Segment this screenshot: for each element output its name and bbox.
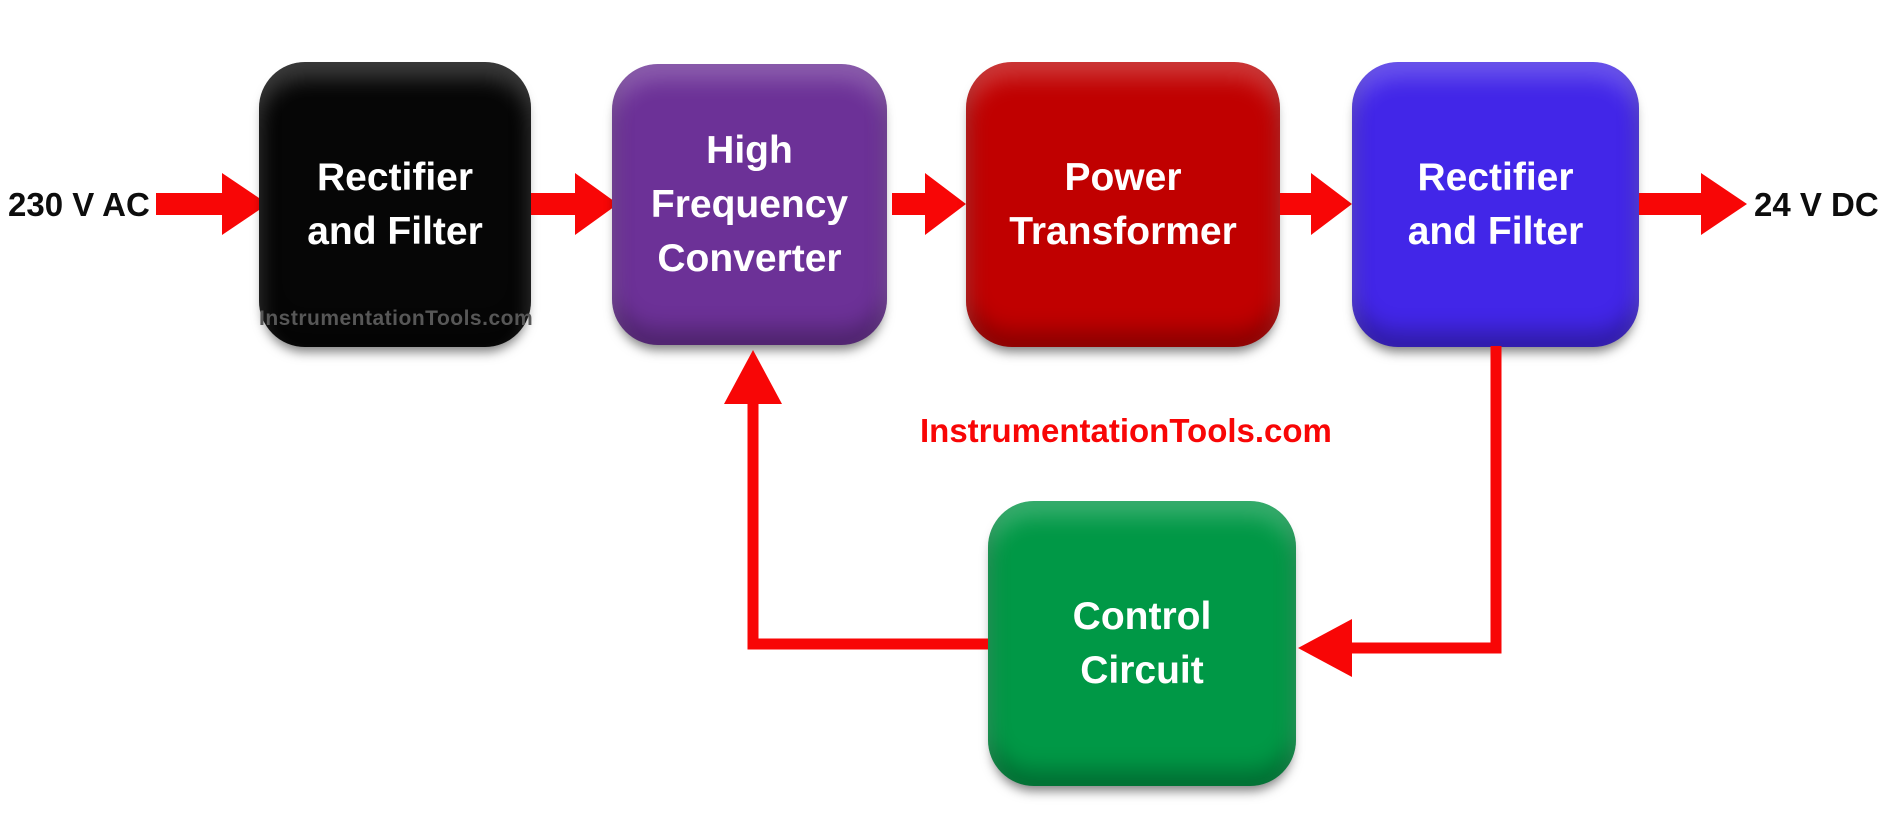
block-power-transformer: Power Transformer [966,62,1280,347]
input-voltage-label: 230 V AC [8,186,150,223]
block-label-line: Converter [657,236,842,280]
arrow-right-input-icon [156,173,268,235]
block-label-line: High [706,128,793,172]
block-label-line: Power [1064,155,1182,199]
arrow-right-to-transformer-icon [892,173,966,235]
arrow-right-to-converter-icon [531,173,618,235]
block-label-line: Rectifier [316,155,474,199]
output-voltage-label: 24 V DC [1754,186,1879,223]
block-watermark-text: InstrumentationTools.com [259,307,534,330]
arrow-right-to-output-rectifier-icon [1280,173,1352,235]
block-label-line: and Filter [1407,209,1584,253]
feedback-line-output-to-control [1350,346,1502,654]
block-rectifier-filter-output: Rectifier and Filter [1352,62,1639,347]
arrow-up-into-converter-icon [724,350,782,404]
block-label-line: Circuit [1080,648,1204,692]
block-label-line: Transformer [1009,209,1237,253]
site-watermark-text: InstrumentationTools.com [920,412,1332,449]
block-label-line: and Filter [307,209,483,253]
arrow-left-into-control-icon [1298,619,1352,677]
block-high-frequency-converter: High Frequency Converter [612,64,887,345]
block-control-circuit: Control Circuit [988,501,1296,786]
block-label-line: Control [1072,594,1212,638]
block-label-line: Frequency [650,182,849,226]
block-rectifier-filter-input: Rectifier and Filter InstrumentationTool… [259,62,534,347]
arrow-right-output-icon [1639,173,1747,235]
block-label-line: Rectifier [1417,155,1574,199]
